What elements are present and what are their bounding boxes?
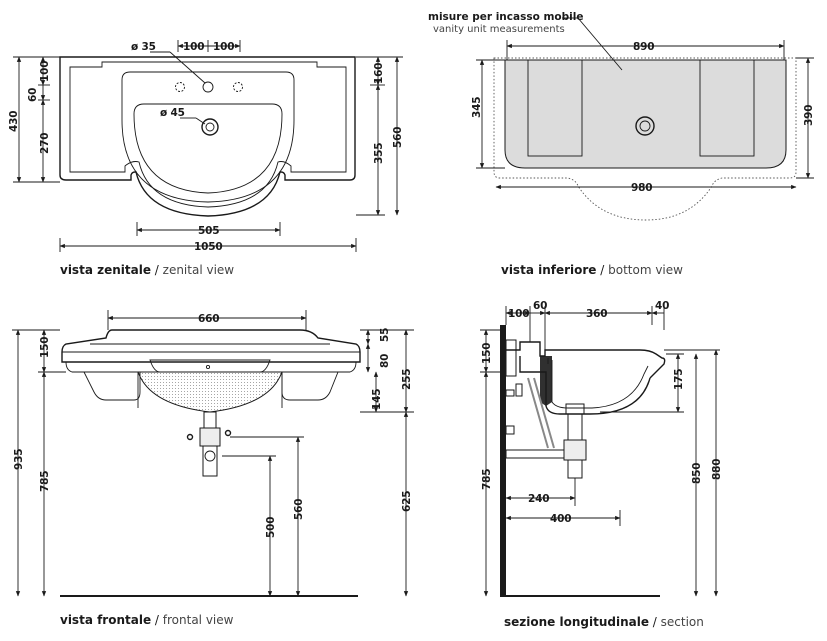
dim-section-850: 850: [691, 463, 703, 484]
dim-section-40: 40: [655, 300, 669, 312]
dim-total-width: 1050: [194, 241, 222, 253]
dim-front-55: 55: [379, 328, 391, 342]
dim-front-80: 80: [379, 354, 391, 368]
dim-front-660: 660: [198, 313, 219, 325]
top-view: ø 35 ø 45 100 100 505 1050 430 100 60 2: [8, 40, 404, 253]
vanity-note-it: misure per incasso mobile: [428, 11, 584, 23]
caption-bottom-en: bottom view: [608, 263, 683, 277]
caption-front-view: vista frontale / frontal view: [60, 613, 234, 627]
dim-front-935: 935: [13, 449, 25, 470]
dim-front-785: 785: [39, 471, 51, 492]
dim-tap-hole-diameter: ø 35: [131, 41, 156, 53]
dim-section-150: 150: [481, 343, 493, 364]
caption-front-en: frontal view: [162, 613, 234, 627]
dim-front-560: 560: [293, 499, 305, 520]
dim-drain-diameter: ø 45: [160, 107, 185, 119]
dim-right-355: 355: [373, 143, 385, 164]
caption-bottom-view: vista inferiore / bottom view: [501, 263, 683, 277]
caption-section-view: sezione longitudinale / section: [504, 615, 704, 629]
dim-tap-spacing-left: 100: [183, 41, 204, 53]
vanity-note-en: vanity unit measurements: [433, 24, 565, 35]
caption-top-view: vista zenitale / zenital view: [60, 263, 235, 277]
caption-top-en: zenital view: [162, 263, 235, 277]
dim-section-785: 785: [481, 469, 493, 490]
dim-section-60: 60: [533, 300, 547, 312]
dim-bottom-980: 980: [631, 182, 652, 194]
dim-right-160: 160: [373, 63, 385, 84]
dim-front-255: 255: [401, 369, 413, 390]
caption-section-it: sezione longitudinale: [504, 615, 649, 629]
caption-section-en: section: [660, 615, 704, 629]
caption-top-it: vista zenitale: [60, 263, 151, 277]
dim-section-400: 400: [550, 513, 571, 525]
dim-section-240: 240: [528, 493, 549, 505]
dim-front-500: 500: [265, 517, 277, 538]
dim-tap-spacing-right: 100: [213, 41, 234, 53]
dim-section-360: 360: [586, 308, 607, 320]
dim-vanity-width: 890: [633, 41, 654, 53]
dim-bottom-390: 390: [803, 105, 815, 126]
dim-right-560: 560: [392, 127, 404, 148]
dim-vanity-depth: 345: [471, 97, 483, 118]
dim-depth-60: 60: [27, 88, 39, 102]
section-view: 100 60 360 40 150 785 175 850 880 240 40…: [480, 300, 723, 597]
dim-bowl-width: 505: [198, 225, 219, 237]
dim-front-625: 625: [401, 491, 413, 512]
dim-depth-270: 270: [39, 133, 51, 154]
dim-section-175: 175: [673, 369, 685, 390]
dim-depth-430: 430: [8, 111, 20, 132]
dim-front-150: 150: [39, 337, 51, 358]
dim-section-100: 100: [508, 308, 529, 320]
caption-front-it: vista frontale: [60, 613, 152, 627]
dim-section-880: 880: [711, 459, 723, 480]
bottom-view: 890 980 345 390: [471, 17, 815, 221]
dim-front-145: 145: [371, 389, 383, 410]
dim-depth-100: 100: [39, 61, 51, 82]
caption-bottom-it: vista inferiore: [501, 263, 597, 277]
front-view: 660 935 150 785 55 80 145 255 625 500 56…: [12, 310, 414, 597]
